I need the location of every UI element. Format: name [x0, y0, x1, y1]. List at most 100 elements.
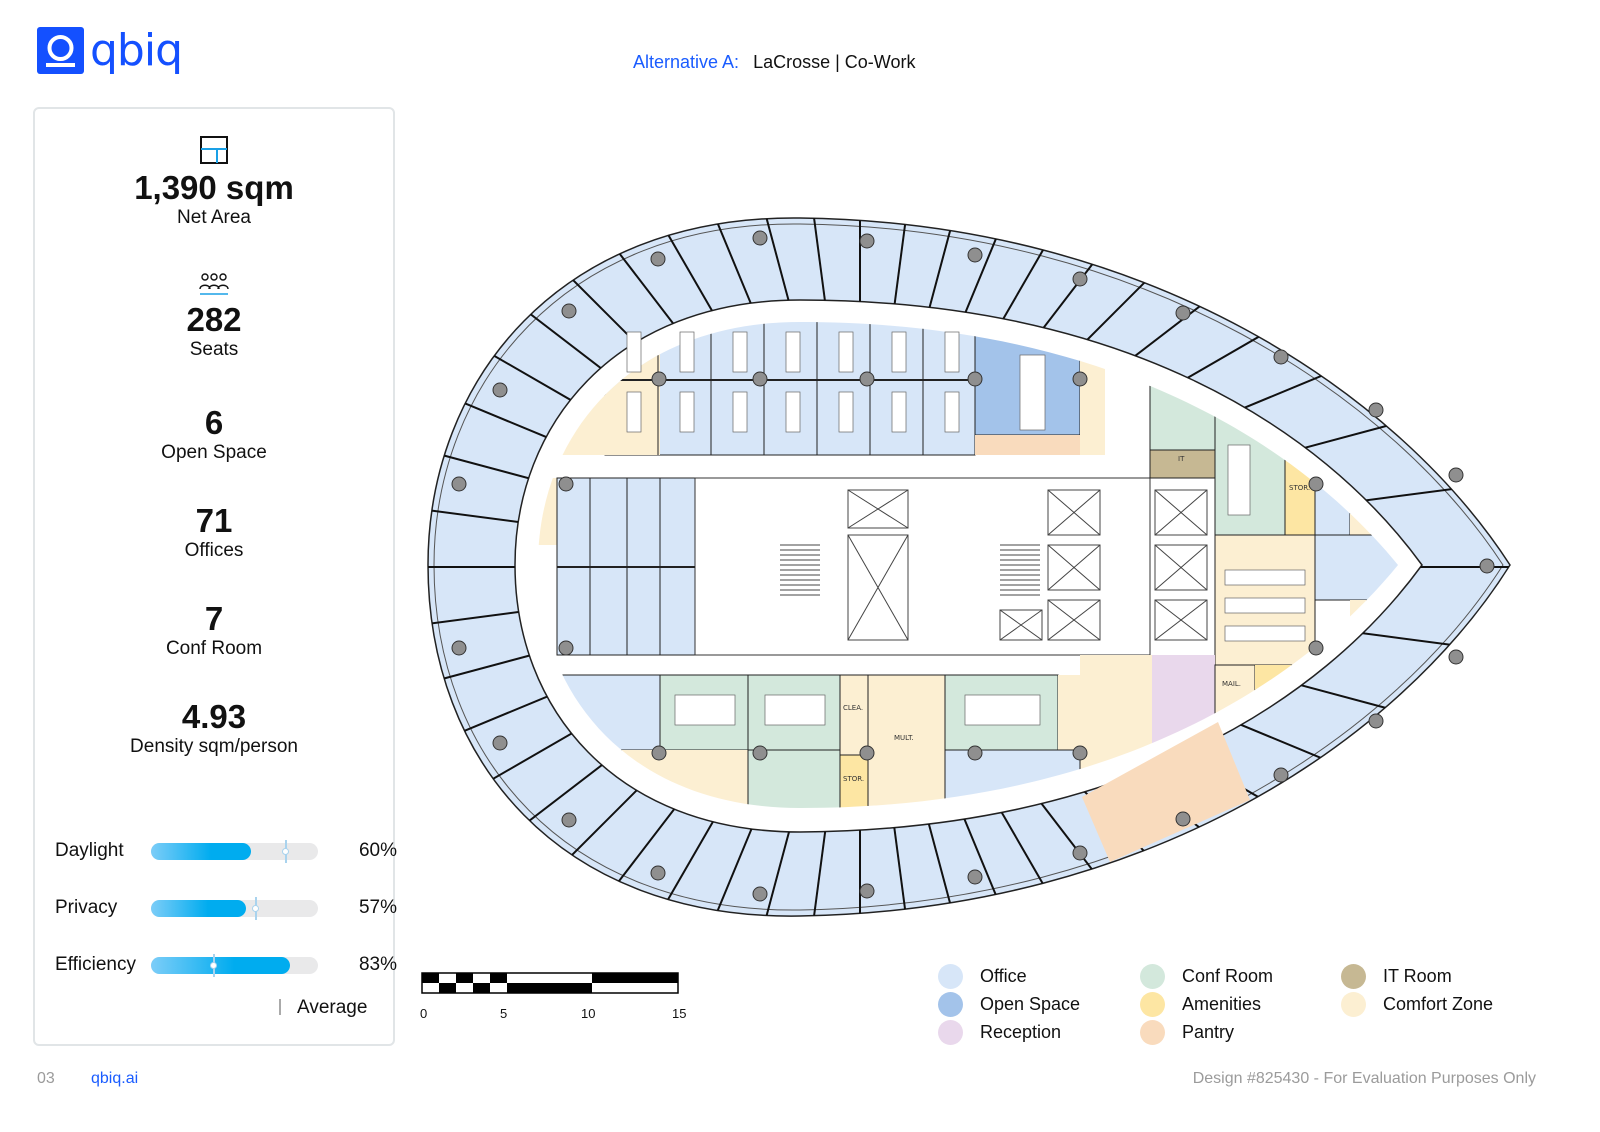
- desk: [626, 331, 642, 373]
- column: [967, 371, 983, 387]
- metric-bar: [151, 840, 318, 863]
- plan-label-clea: CLEA.: [843, 704, 863, 712]
- column: [492, 382, 508, 398]
- legend-swatch: [1341, 964, 1366, 989]
- legend-label: Amenities: [1182, 994, 1262, 1014]
- column: [1072, 271, 1088, 287]
- legend-comfort-zone: Comfort Zone: [1341, 992, 1493, 1017]
- column: [492, 735, 508, 751]
- column: [752, 745, 768, 761]
- plan-label-stor: STOR.: [843, 775, 864, 783]
- elevator-cross: [1047, 489, 1101, 536]
- scale-segment: [490, 973, 507, 983]
- legend-label: Pantry: [1182, 1022, 1235, 1042]
- metric-value: 83%: [358, 954, 397, 975]
- structural-columns: [451, 230, 1495, 902]
- plan-label-mail: MAIL.: [1222, 680, 1241, 688]
- elevator-cross: [999, 609, 1043, 641]
- stat-label: Seats: [189, 339, 239, 360]
- desk: [732, 391, 748, 433]
- column: [1448, 467, 1464, 483]
- legend-office: Office: [938, 964, 1027, 989]
- pantry-zone: [975, 435, 1080, 455]
- stat-value: 7: [204, 600, 224, 637]
- column: [752, 371, 768, 387]
- average-marker: [251, 897, 259, 920]
- legend-label: Conf Room: [1182, 966, 1274, 986]
- legend-swatch: [1341, 992, 1366, 1017]
- legend-swatch: [938, 964, 963, 989]
- stat-value: 1,390 sqm: [134, 169, 294, 206]
- plan-label-mult: MULT.: [894, 734, 914, 742]
- elevator-cross: [1154, 489, 1208, 536]
- stat-value: 4.93: [181, 698, 247, 735]
- site-link[interactable]: qbiq.ai: [91, 1070, 139, 1087]
- column: [651, 745, 667, 761]
- legend-conf-room: Conf Room: [1140, 964, 1273, 989]
- stat-value: 6: [204, 404, 224, 441]
- page-title: Alternative A: LaCrosse | Co-Work: [633, 52, 915, 73]
- column: [1368, 713, 1384, 729]
- table: [1224, 597, 1306, 614]
- column: [967, 869, 983, 885]
- conf-room-zone: [1149, 379, 1216, 451]
- pantry-zone: [1082, 722, 1250, 862]
- building-core: [694, 477, 1151, 656]
- elevator-shaft: [847, 489, 909, 529]
- elevator-shaft: [1047, 599, 1101, 641]
- metric-label: Daylight: [55, 840, 124, 861]
- table: [1227, 444, 1251, 516]
- amenities-zone: [839, 754, 869, 808]
- disclaimer: Design #825430 - For Evaluation Purposes…: [1192, 1070, 1536, 1087]
- stat-label: Offices: [184, 540, 244, 561]
- elevator-cross: [1154, 544, 1208, 591]
- scale-tick-label: 0: [420, 1006, 428, 1021]
- desk: [732, 331, 748, 373]
- column: [1308, 476, 1324, 492]
- desk: [944, 331, 960, 373]
- table: [1019, 354, 1046, 431]
- desk: [785, 331, 801, 373]
- comfort-zone: [839, 674, 869, 756]
- logo-text: qbiq: [90, 24, 183, 76]
- table: [1224, 625, 1306, 642]
- column: [752, 230, 768, 246]
- qbiq-logo: qbiq: [37, 24, 183, 76]
- column: [451, 476, 467, 492]
- elevator-cross: [1047, 599, 1101, 641]
- average-marker-icon: [279, 999, 281, 1015]
- stat-open-space: 6 Open Space: [35, 405, 393, 465]
- column: [1175, 811, 1191, 827]
- legend-swatch: [938, 1020, 963, 1045]
- office-zone: [944, 749, 1081, 801]
- metric-efficiency: Efficiency 83%: [55, 954, 397, 978]
- elevator-shaft: [1154, 599, 1208, 641]
- column: [1368, 402, 1384, 418]
- scale-segment: [422, 973, 439, 983]
- column: [1273, 767, 1289, 783]
- legend-label: Open Space: [980, 994, 1081, 1014]
- plan-label-stor: STOR.: [1289, 484, 1310, 492]
- column: [752, 886, 768, 902]
- desk: [944, 391, 960, 433]
- metric-bar: [151, 897, 318, 920]
- scale-segment: [592, 973, 678, 983]
- legend-swatch: [1140, 992, 1165, 1017]
- elevator-cross: [1047, 544, 1101, 591]
- scale-segment: [473, 983, 490, 993]
- metric-value: 60%: [358, 840, 397, 861]
- table: [674, 694, 736, 726]
- elevator-cross: [847, 489, 909, 529]
- project-name: LaCrosse | Co-Work: [753, 52, 916, 72]
- legend-amenities: Amenities: [1140, 992, 1261, 1017]
- column: [967, 247, 983, 263]
- comfort-zone: [1080, 355, 1105, 455]
- stat-seats: 282 Seats: [35, 271, 393, 362]
- scale-segment: [507, 983, 592, 993]
- legend-swatch: [938, 992, 963, 1017]
- desk: [679, 331, 695, 373]
- legend-open-space: Open Space: [938, 992, 1080, 1017]
- alternative-label: Alternative A:: [633, 52, 740, 72]
- elevator-shaft: [1047, 489, 1101, 536]
- column: [859, 745, 875, 761]
